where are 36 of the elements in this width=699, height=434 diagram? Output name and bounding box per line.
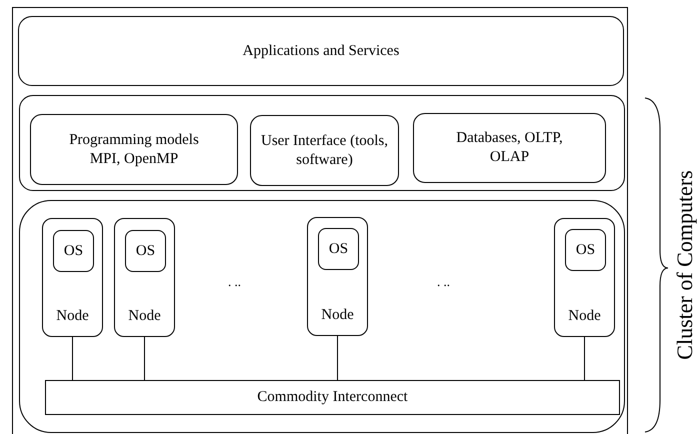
- component-box: [30, 114, 238, 185]
- node-box: [42, 218, 103, 337]
- node-box: [554, 218, 615, 337]
- os-box: [53, 230, 94, 272]
- node-label: OS: [64, 242, 84, 260]
- connector-line: [72, 336, 73, 380]
- node-label: OS: [136, 242, 156, 260]
- node-label: Node: [128, 307, 161, 326]
- node-label: Node: [568, 307, 601, 326]
- layer-box: [19, 95, 625, 191]
- brace-label: Cluster of Computers: [672, 169, 698, 362]
- outer-frame: [12, 7, 628, 434]
- layer-box: [19, 200, 625, 433]
- layer-box: [18, 16, 624, 86]
- node-label: User Interface (tools, software): [260, 132, 390, 170]
- interconnect-bar: [45, 380, 620, 415]
- connector-line: [584, 336, 585, 380]
- node-label: Node: [56, 307, 89, 326]
- node-label: Databases, OLTP, OLAP: [455, 129, 564, 167]
- ellipsis-label: . ..: [437, 275, 450, 289]
- node-label: Commodity Interconnect: [257, 388, 408, 407]
- node-label: OS: [328, 240, 348, 258]
- ellipsis-label: . ..: [228, 275, 241, 289]
- node-box: [307, 217, 368, 336]
- node-label: Programming models MPI, OpenMP: [68, 130, 200, 168]
- node-box: [114, 218, 175, 337]
- connector-line: [337, 336, 338, 380]
- node-label: Node: [321, 306, 354, 325]
- os-box: [125, 230, 166, 272]
- os-box: [318, 228, 359, 270]
- connector-line: [144, 336, 145, 380]
- node-label: OS: [576, 240, 596, 260]
- os-box: [565, 229, 606, 271]
- component-box: [413, 113, 606, 183]
- node-label: Applications and Services: [242, 42, 400, 60]
- component-box: [250, 115, 399, 186]
